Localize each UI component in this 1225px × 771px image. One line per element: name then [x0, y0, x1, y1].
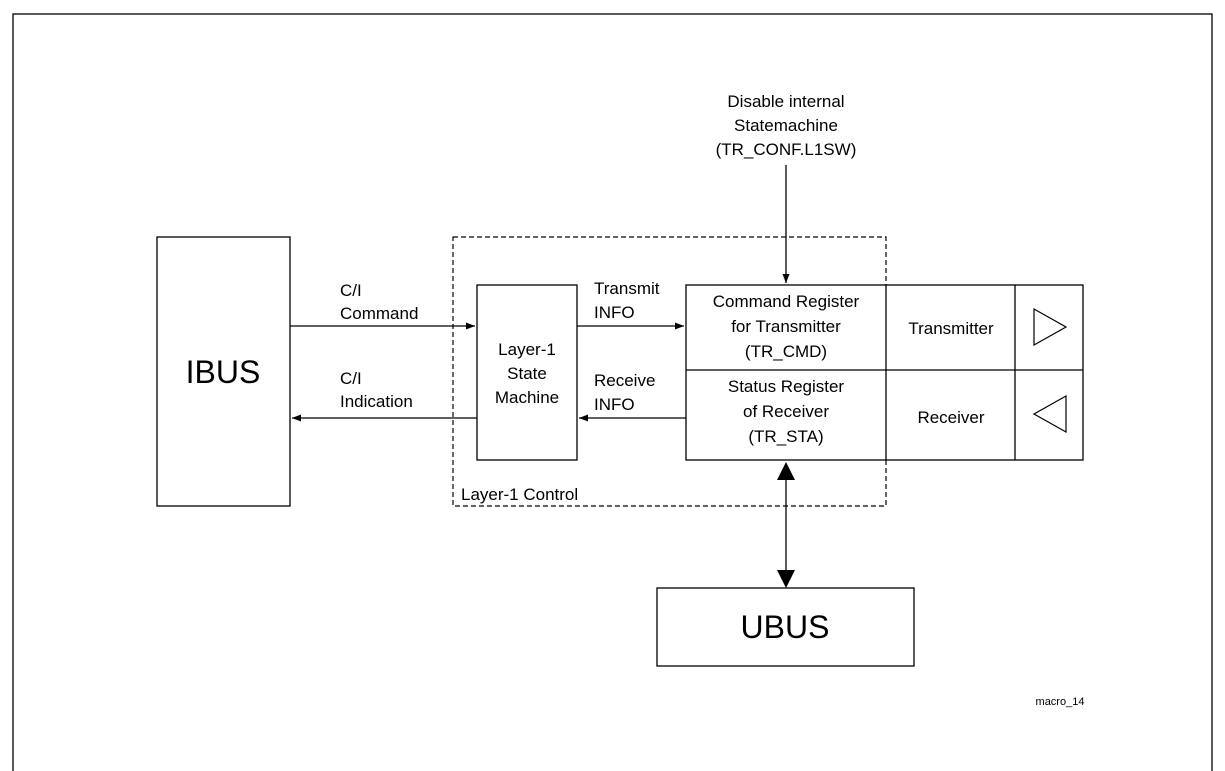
command-register-line-3: (TR_CMD) [745, 342, 827, 361]
layer1-control-group [452, 236, 887, 507]
receive-info-line-2: INFO [594, 395, 635, 414]
ubus-label: UBUS [741, 609, 830, 645]
disable-label-line-1: Disable internal [727, 92, 844, 111]
disable-label-line-2: Statemachine [734, 116, 838, 135]
state-machine-line-1: Layer-1 [498, 340, 556, 359]
ci-command-line-2: Command [340, 304, 418, 323]
state-machine-line-2: State [507, 364, 547, 383]
ci-indication-line-2: Indication [340, 392, 413, 411]
register-table [685, 284, 1084, 461]
ci-command-line-1: C/I [340, 281, 362, 300]
ubus-arrowhead-up [777, 462, 795, 480]
layer1-control-label: Layer-1 Control [461, 485, 578, 504]
command-register-line-1: Command Register [713, 292, 860, 311]
transmit-info-line-1: Transmit [594, 279, 660, 298]
receiver-triangle-icon [1032, 394, 1067, 434]
ibus-block [156, 236, 291, 507]
transmit-info-line-2: INFO [594, 303, 635, 322]
status-register-line-3: (TR_STA) [748, 427, 823, 446]
state-machine-line-3: Machine [495, 388, 559, 407]
receiver-label: Receiver [917, 408, 984, 427]
ubus-arrowhead-down [777, 570, 795, 588]
status-register-line-1: Status Register [728, 377, 845, 396]
command-register-line-2: for Transmitter [731, 317, 841, 336]
figure-id: macro_14 [1036, 696, 1085, 708]
ci-indication-line-1: C/I [340, 369, 362, 388]
state-machine-block [476, 284, 578, 461]
receive-info-line-1: Receive [594, 371, 655, 390]
ibus-label: IBUS [186, 354, 261, 390]
transmitter-label: Transmitter [908, 319, 994, 338]
ubus-block [656, 587, 915, 667]
disable-label-line-3: (TR_CONF.L1SW) [716, 140, 857, 159]
page-frame [12, 13, 1213, 771]
status-register-line-2: of Receiver [743, 402, 829, 421]
transmitter-triangle-icon [1033, 307, 1068, 347]
